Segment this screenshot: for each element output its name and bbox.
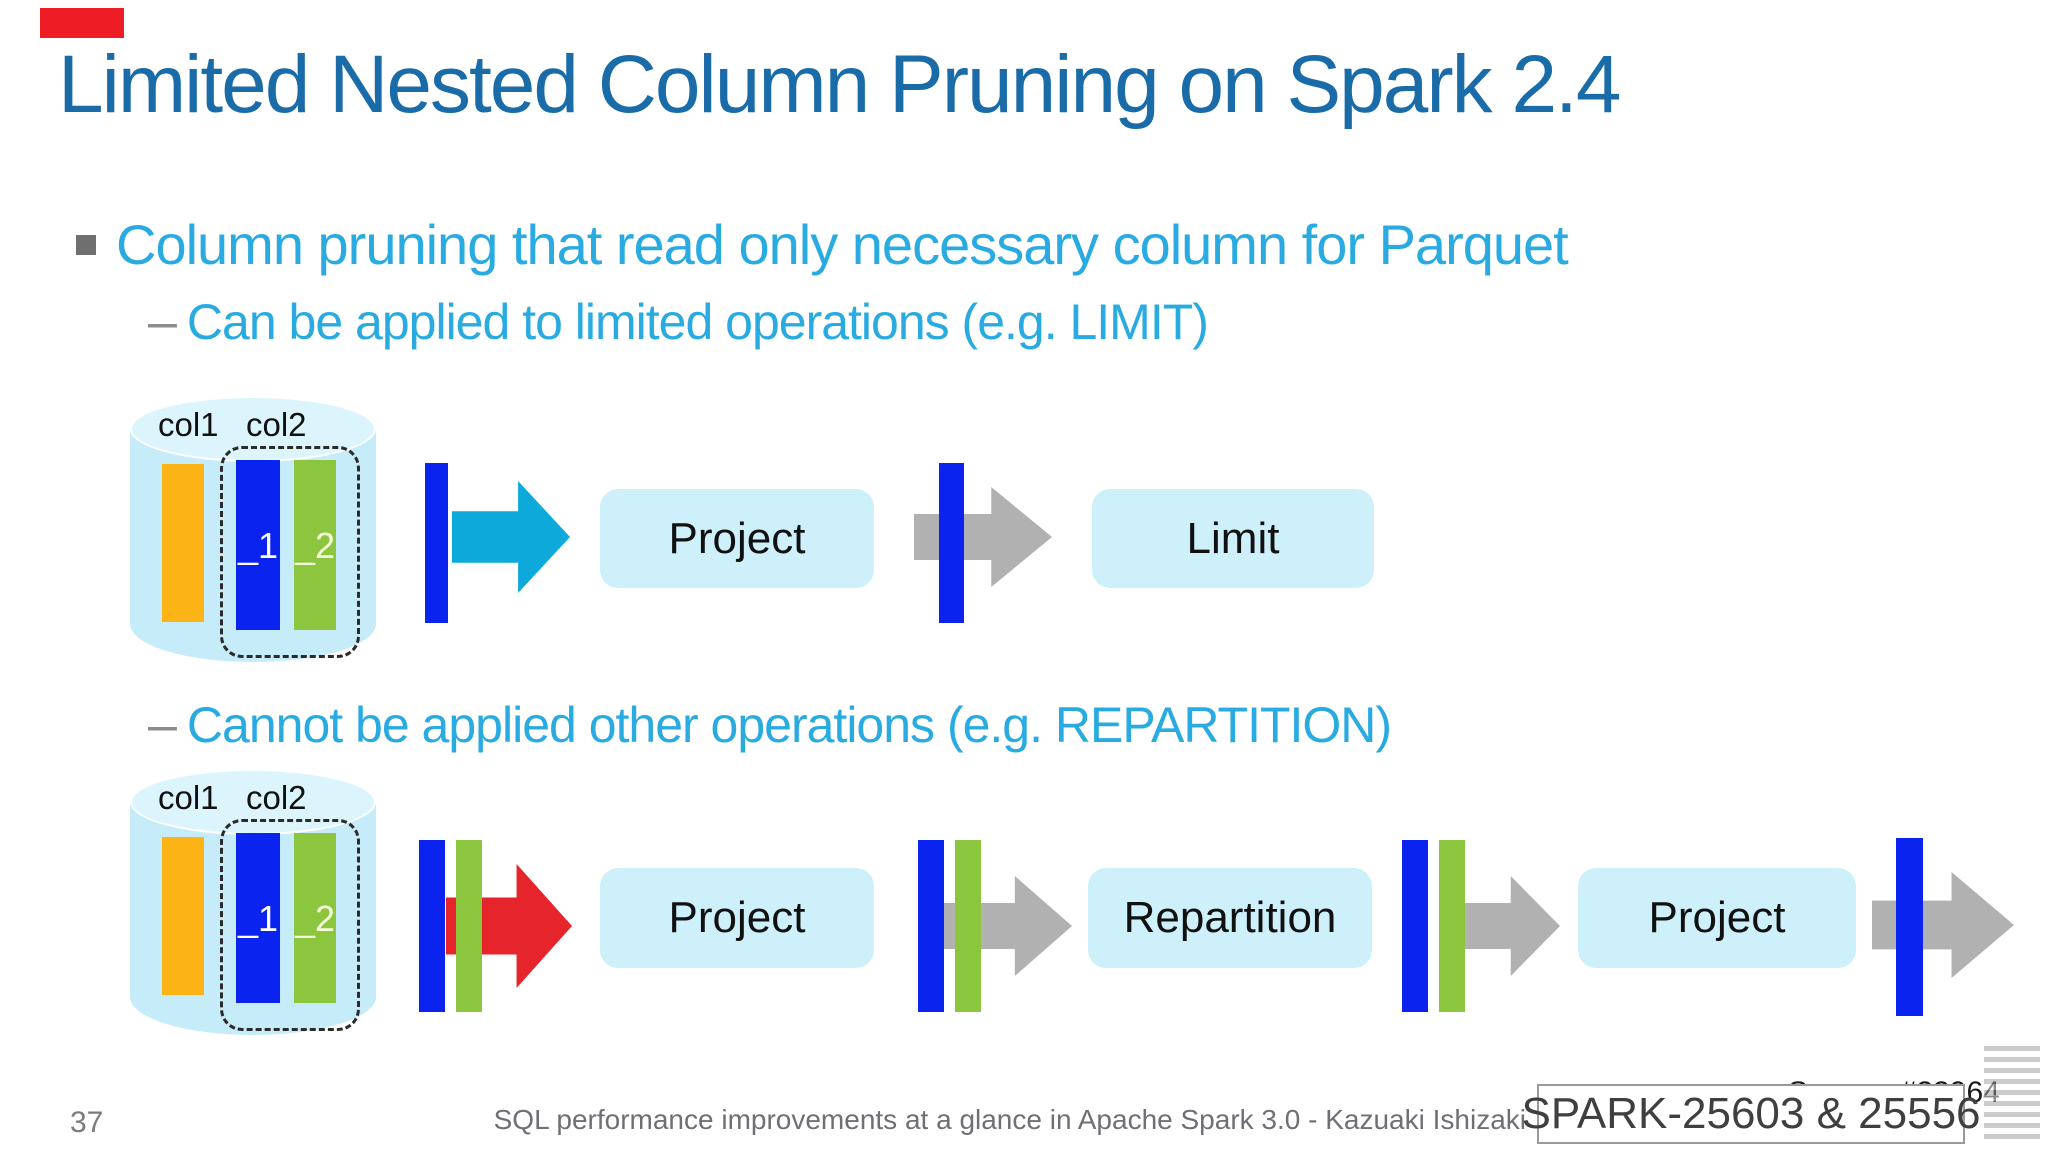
sub-bullet-repartition: – Cannot be applied other operations (e.… [148,695,1392,755]
col1-bar [162,837,204,995]
sub-bullet-limit-text: Can be applied to limited operations (e.… [186,294,1209,350]
sub-bullet-repartition-text: Cannot be applied other operations (e.g.… [186,697,1392,753]
field2-label: _2 [294,524,336,566]
project-box-row2-first: Project [600,868,874,968]
page-title: Limited Nested Column Pruning on Spark 2… [58,39,1621,130]
column-bar-blue [419,840,445,1012]
project-box-row2-first-label: Project [668,893,806,942]
flow-arrow-gray [1872,872,2014,978]
column-bar-blue [939,463,964,623]
repartition-box-label: Repartition [1123,893,1337,942]
flow-arrow-gray-row1 [914,487,1052,587]
project-box-row1: Project [600,489,874,588]
page-number: 37 [70,1106,104,1139]
field1-label: _1 [237,897,279,939]
recording-indicator [40,8,124,38]
parquet-cylinder-row2: col1 col2 _1 _2 [130,769,376,1035]
col2-label: col2 [246,406,307,443]
repartition-box: Repartition [1088,868,1372,968]
dash-bullet-icon: – [148,293,177,351]
project-box-row1-label: Project [668,513,806,563]
spark-ticket-box: SPARK-25603 & 25556 [1521,1084,1981,1144]
spark-ticket-label: SPARK-25603 & 25556 [1521,1089,1981,1138]
field2-label: _2 [294,897,336,939]
scan-arrow-cyan [452,481,570,593]
sub-bullet-limit: – Can be applied to limited operations (… [148,292,1209,352]
column-bar-blue [918,840,944,1012]
cylinder-top-ellipse [130,769,376,835]
nested-field2-bar: _2 [294,833,336,1003]
limit-box-label: Limit [1186,513,1280,563]
limit-box: Limit [1092,489,1374,588]
pruned-columns-outline [220,819,360,1031]
nested-field2-bar: _2 [294,460,336,630]
col1-bar [162,464,204,622]
project-box-row2-second: Project [1578,868,1856,968]
col1-label: col1 [158,779,219,816]
pruned-columns-outline [220,446,360,658]
field1-label: _1 [237,524,279,566]
bullet-line: Column pruning that read only necessary … [76,212,1569,277]
col2-label: col2 [246,779,307,816]
col1-label: col1 [158,406,219,443]
parquet-cylinder-row1: col1 col2 _1 _2 [130,396,376,662]
column-bar-green [1439,840,1465,1012]
column-bar-green [955,840,981,1012]
ibm-logo [1984,1046,2040,1144]
bullet-text: Column pruning that read only necessary … [116,213,1569,276]
column-bar-blue [1402,840,1428,1012]
square-bullet-icon [76,234,96,255]
cylinder-top-ellipse [130,396,376,462]
nested-field1-bar: _1 [236,833,280,1003]
project-box-row2-second-label: Project [1648,893,1786,942]
footer-caption: SQL performance improvements at a glance… [493,1104,1526,1135]
column-bar-blue [425,463,448,623]
column-bar-green [456,840,482,1012]
column-bar-blue [1896,838,1923,1016]
dash-bullet-icon: – [148,696,177,754]
nested-field1-bar: _1 [236,460,280,630]
